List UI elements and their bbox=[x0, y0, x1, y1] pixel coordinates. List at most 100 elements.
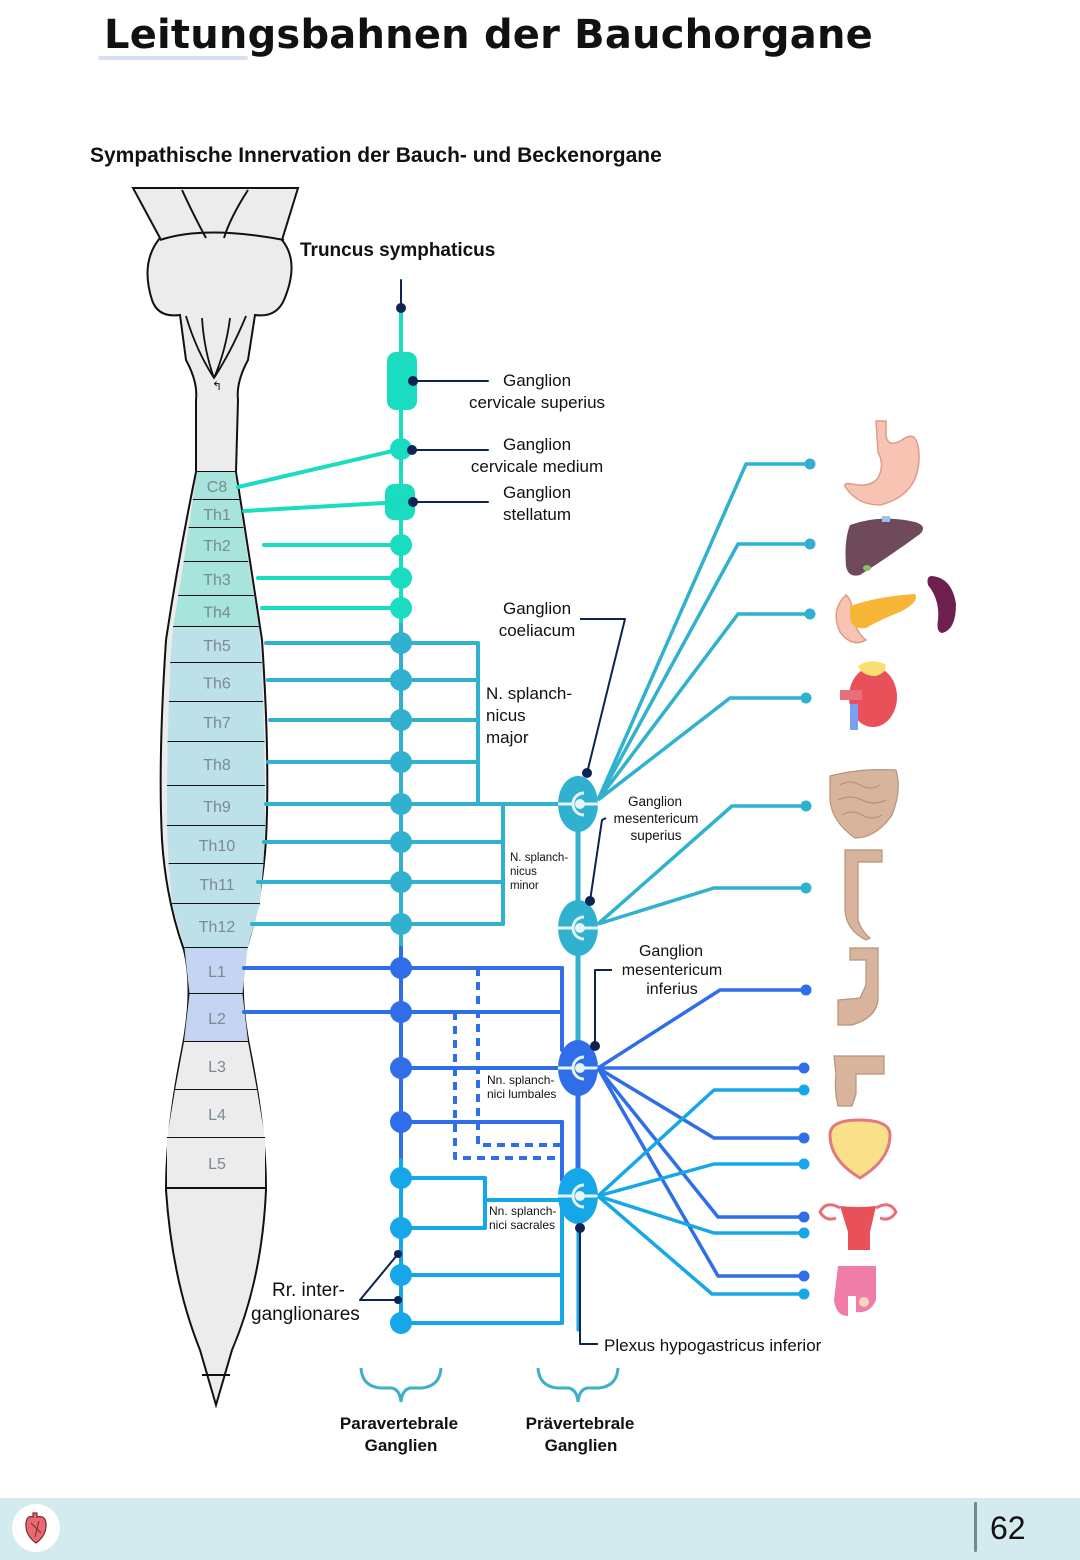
title-underline bbox=[98, 56, 248, 60]
to-pancreas-end bbox=[804, 608, 816, 620]
small-intestine-icon bbox=[829, 769, 899, 839]
label-rr-interganglionares: Rr. inter- ganglionares bbox=[251, 1280, 360, 1325]
label-n-splanchnicus-minor: N. splanch- nicus minor bbox=[510, 852, 568, 892]
footer-separator bbox=[974, 1502, 977, 1552]
segment-fill bbox=[167, 826, 265, 864]
label-plexus-hypogastricus-inferior: Plexus hypogastricus inferior bbox=[604, 1336, 822, 1355]
stomach-icon bbox=[844, 420, 920, 506]
sympathetic-innervation-diagram: ↰ C8Th1Th2Th3Th4Th5Th6Th7Th8Th9Th10Th11T… bbox=[131, 187, 956, 1455]
spine-segment-th3: Th3 bbox=[178, 562, 254, 597]
spine-segment-th5: Th5 bbox=[170, 627, 262, 664]
svg-text:Ganglion: Ganglion bbox=[503, 599, 571, 618]
pointer-dot bbox=[585, 896, 595, 906]
ganglion-th4 bbox=[390, 597, 412, 619]
to-descending-colon bbox=[597, 988, 806, 1070]
spine-segment-c8: C8 bbox=[192, 472, 240, 501]
ganglion-mesentericum-inferius bbox=[558, 1040, 598, 1096]
svg-text:cervicale superius: cervicale superius bbox=[469, 393, 605, 412]
segment-label: Th9 bbox=[203, 799, 231, 816]
svg-text:Nn. splanch-: Nn. splanch- bbox=[489, 1204, 556, 1218]
ganglion-symbol-dot bbox=[575, 923, 585, 933]
segment-label: Th2 bbox=[203, 538, 231, 555]
footer-bar: 62 bbox=[0, 1498, 1080, 1560]
spine-segment-th2: Th2 bbox=[183, 528, 249, 563]
segment-fill bbox=[167, 1090, 265, 1138]
to-small-intestine-end bbox=[800, 800, 812, 812]
spine-segment-th6: Th6 bbox=[168, 663, 264, 703]
brace-paravertebral bbox=[359, 1367, 443, 1403]
to-uterus-sacral-end bbox=[798, 1227, 810, 1239]
diagram-subtitle: Sympathische Innervation der Bauch- und … bbox=[90, 144, 662, 167]
to-bladder bbox=[597, 1066, 804, 1140]
spleen-icon bbox=[927, 576, 956, 633]
segment-fill bbox=[168, 663, 264, 702]
ganglion-symbol-dot bbox=[575, 1191, 585, 1201]
segment-label: L4 bbox=[208, 1107, 226, 1124]
brainstem-mark: ↰ bbox=[212, 379, 222, 393]
lumbar-dashed-2 bbox=[453, 1012, 562, 1160]
to-rectum-end bbox=[798, 1062, 810, 1074]
segment-label: Th4 bbox=[203, 605, 231, 622]
to-rectum-sacral bbox=[596, 1088, 804, 1198]
svg-text:ganglionares: ganglionares bbox=[251, 1304, 360, 1325]
svg-text:nici lumbales: nici lumbales bbox=[487, 1087, 556, 1101]
svg-text:Paravertebrale: Paravertebrale bbox=[340, 1414, 458, 1433]
svg-text:Ganglion: Ganglion bbox=[639, 943, 703, 960]
spine-segment-th8: Th8 bbox=[167, 742, 265, 787]
to-uterus-sacral bbox=[597, 1194, 804, 1235]
sacral-loop bbox=[401, 1176, 487, 1230]
segment-fill bbox=[170, 627, 262, 663]
svg-text:nicus: nicus bbox=[486, 706, 526, 725]
svg-text:stellatum: stellatum bbox=[503, 505, 571, 524]
segment-label: Th3 bbox=[203, 572, 231, 589]
svg-text:minor: minor bbox=[510, 880, 539, 892]
label-paravertebrale-ganglien: Paravertebrale Ganglien bbox=[340, 1414, 458, 1455]
male-genitals-icon bbox=[834, 1266, 876, 1316]
spine-segment-l5: L5 bbox=[167, 1138, 265, 1189]
ganglion-symbol-dot bbox=[575, 799, 585, 809]
to-bladder-sacral bbox=[597, 1162, 804, 1198]
sympathetic-trunk bbox=[236, 279, 816, 1345]
ganglion-cervicale-superius bbox=[387, 352, 417, 410]
spine-segment-th12: Th12 bbox=[172, 904, 260, 949]
svg-text:nicus: nicus bbox=[510, 866, 537, 878]
pointer-coeliacum bbox=[580, 618, 626, 774]
segment-label: Th6 bbox=[203, 676, 231, 693]
segment-label: Th7 bbox=[203, 715, 231, 732]
to-kidney bbox=[596, 696, 806, 802]
segment-label: Th8 bbox=[203, 757, 231, 774]
brace-prevertebral bbox=[536, 1367, 620, 1403]
segment-fill bbox=[188, 500, 244, 528]
spine-segment-th10: Th10 bbox=[167, 826, 265, 865]
spine-segment-th11: Th11 bbox=[168, 864, 264, 905]
ganglion-symbol bbox=[571, 915, 585, 941]
svg-text:N. splanch-: N. splanch- bbox=[486, 684, 572, 703]
to-genitals-sacral-end bbox=[798, 1288, 810, 1300]
segment-label: Th10 bbox=[199, 838, 236, 855]
label-pointer-dot bbox=[408, 376, 418, 386]
ganglion-symbol bbox=[571, 1055, 585, 1081]
label-ganglion-mesentericum-superius: Ganglion mesentericum superius bbox=[614, 794, 699, 843]
label-nn-splanchnici-lumbales: Nn. splanch- nici lumbales bbox=[487, 1073, 556, 1101]
pointer-dot bbox=[590, 1041, 600, 1051]
label-ganglion-cervicale-medium: Ganglion cervicale medium bbox=[471, 435, 603, 476]
truncus-label: Truncus symphaticus bbox=[300, 240, 495, 261]
to-ascending-colon bbox=[597, 886, 806, 926]
to-liver bbox=[596, 542, 810, 801]
lumbar-dashed-1 bbox=[476, 968, 562, 1147]
uterus-icon bbox=[818, 1203, 898, 1250]
spinal-cord-illustration: ↰ C8Th1Th2Th3Th4Th5Th6Th7Th8Th9Th10Th11T… bbox=[131, 187, 300, 1409]
to-uterus bbox=[596, 1066, 804, 1219]
ganglion-coeliacum bbox=[558, 776, 598, 832]
segment-fill bbox=[172, 904, 260, 948]
to-descending-colon-end bbox=[800, 984, 812, 996]
to-stomach-end bbox=[804, 458, 816, 470]
ganglion-th2 bbox=[390, 534, 412, 556]
segment-fill bbox=[167, 742, 265, 786]
ganglion-symbol-dot bbox=[575, 1063, 585, 1073]
to-uterus-end bbox=[798, 1211, 810, 1223]
kidney-icon bbox=[840, 661, 897, 730]
segment-label: Th12 bbox=[199, 919, 236, 936]
svg-text:Ganglien: Ganglien bbox=[545, 1436, 618, 1455]
svg-text:cervicale medium: cervicale medium bbox=[471, 457, 603, 476]
